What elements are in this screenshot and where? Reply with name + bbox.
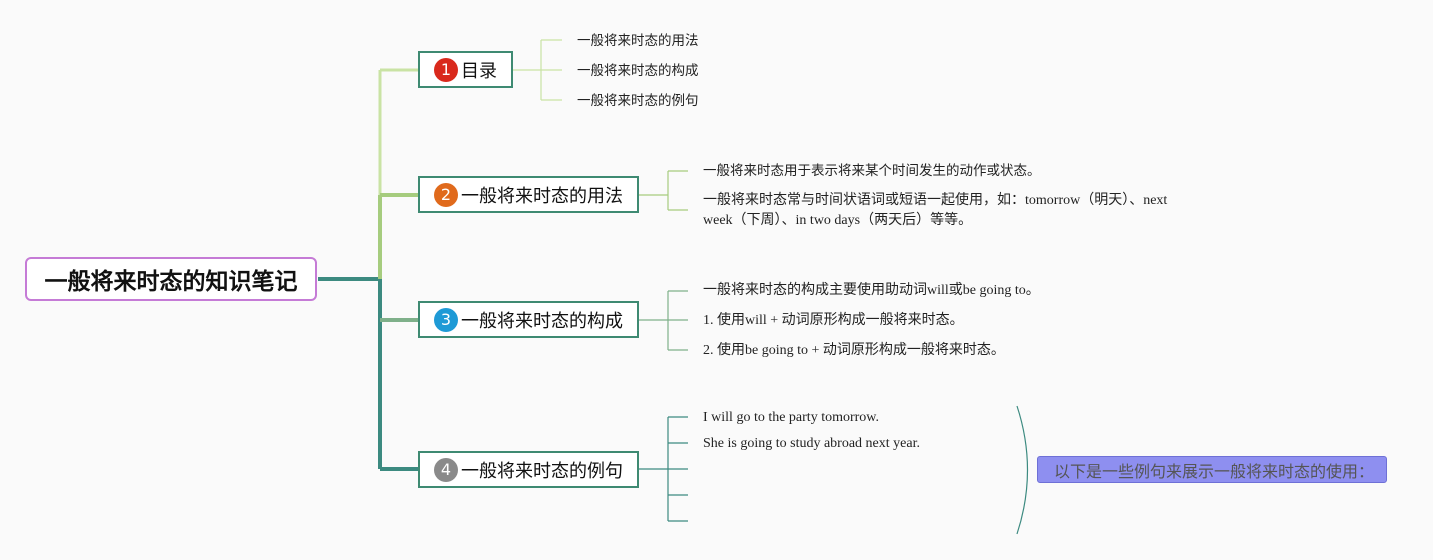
usage-item[interactable]: 一般将来时态常与时间状语词或短语一起使用，如：tomorrow（明天）、next… bbox=[703, 193, 1168, 228]
number-4-icon: 4 bbox=[434, 457, 458, 482]
branch-label: 目录 bbox=[461, 60, 497, 82]
toc-item[interactable]: 一般将来时态的构成 bbox=[577, 63, 699, 79]
branch-examples[interactable]: 4 一般将来时态的例句 bbox=[418, 451, 639, 488]
usage-item[interactable]: 一般将来时态用于表示将来某个时间发生的动作或状态。 bbox=[703, 163, 1041, 179]
branch-label: 一般将来时态的例句 bbox=[461, 460, 623, 482]
example-item[interactable]: She is going to study abroad next year. bbox=[703, 436, 920, 451]
branch-toc[interactable]: 1 目录 bbox=[418, 51, 513, 88]
root-title: 一般将来时态的知识笔记 bbox=[44, 269, 298, 295]
number-1-icon: 1 bbox=[434, 57, 458, 82]
structure-item[interactable]: 1. 使用will + 动词原形构成一般将来时态。 bbox=[703, 313, 964, 328]
structure-item[interactable]: 2. 使用be going to + 动词原形构成一般将来时态。 bbox=[703, 343, 1005, 358]
summary-topic[interactable]: 以下是一些例句来展示一般将来时态的使用： bbox=[1037, 456, 1387, 483]
root-topic[interactable]: 一般将来时态的知识笔记 bbox=[25, 257, 317, 301]
number-3-icon: 3 bbox=[434, 307, 458, 332]
structure-item[interactable]: 一般将来时态的构成主要使用助动词will或be going to。 bbox=[703, 283, 1040, 298]
branch-label: 一般将来时态的用法 bbox=[461, 185, 623, 207]
toc-item[interactable]: 一般将来时态的例句 bbox=[577, 93, 699, 109]
branch-structure[interactable]: 3 一般将来时态的构成 bbox=[418, 301, 639, 338]
branch-usage[interactable]: 2 一般将来时态的用法 bbox=[418, 176, 639, 213]
summary-text: 以下是一些例句来展示一般将来时态的使用： bbox=[1054, 461, 1375, 481]
number-2-icon: 2 bbox=[434, 182, 458, 207]
example-item[interactable]: I will go to the party tomorrow. bbox=[703, 410, 880, 425]
toc-item[interactable]: 一般将来时态的用法 bbox=[577, 33, 699, 49]
branch-label: 一般将来时态的构成 bbox=[461, 310, 623, 332]
